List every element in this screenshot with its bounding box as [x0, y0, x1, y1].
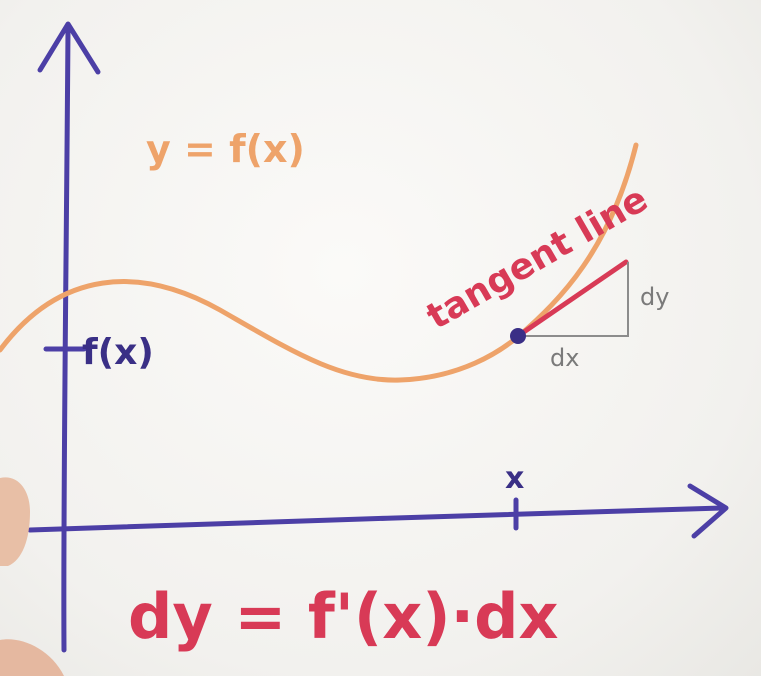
tangent-line	[515, 259, 629, 339]
x-axis	[27, 505, 725, 533]
x-axis-arrowhead	[687, 483, 729, 539]
differential-equation: dy = f'(x)·dx	[128, 580, 558, 653]
y-axis	[61, 27, 71, 653]
function-curve	[0, 142, 639, 383]
dx-dy-triangle	[518, 262, 629, 337]
tangent-label: tangent line	[420, 179, 655, 338]
y-tick-label: f(x)	[82, 332, 154, 373]
dy-label: dy	[640, 283, 669, 311]
hand-finger	[0, 477, 30, 566]
hand-palm	[0, 639, 64, 676]
function-label: y = f(x)	[146, 127, 305, 171]
dx-label: dx	[550, 344, 579, 372]
tangent-point	[510, 328, 526, 344]
y-axis-arrowhead	[37, 21, 101, 75]
x-tick-label: x	[505, 461, 524, 496]
